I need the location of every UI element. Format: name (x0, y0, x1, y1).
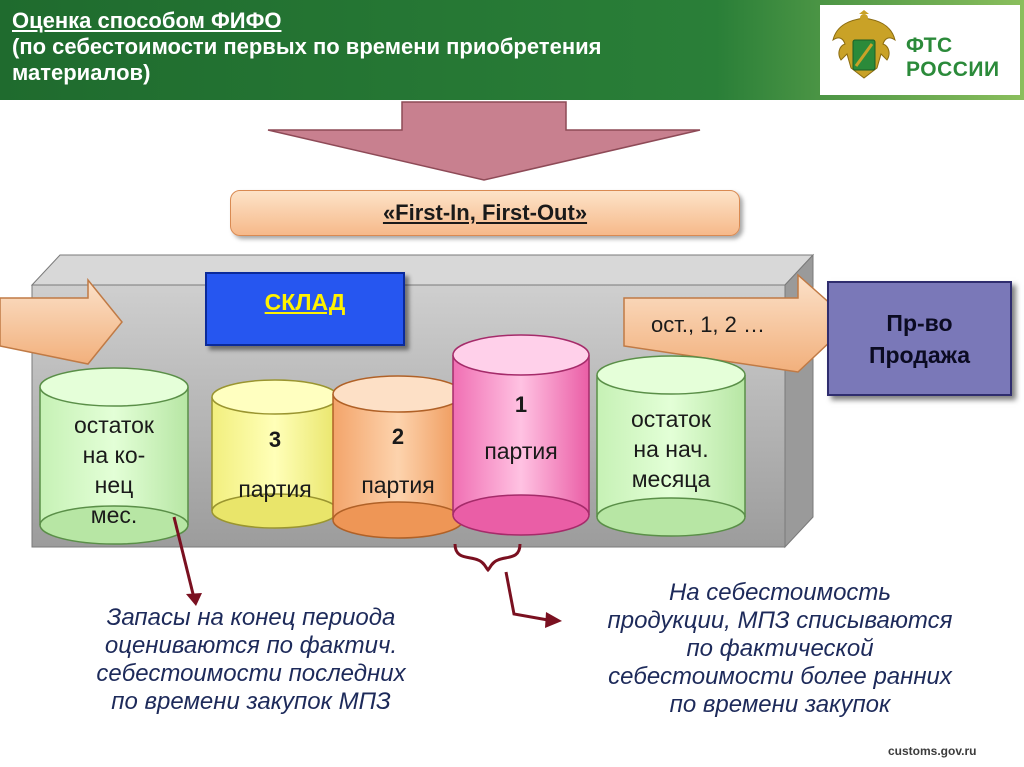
arrow-right-icon (0, 277, 123, 365)
cylinder-start-balance-label: остаток на нач. месяца (631, 406, 711, 492)
cylinder-batch-1 (452, 334, 590, 536)
connector-left (172, 516, 202, 606)
title-line-3: материалов) (12, 60, 151, 85)
org-name-line-1: ФТС (906, 34, 953, 57)
note-ending-inventory: Запасы на конец периода оцениваются по ф… (96, 604, 406, 715)
cylinder-batch-3 (211, 379, 339, 529)
org-name: ФТС РОССИИ (906, 34, 1000, 82)
fifo-banner-text: «First-In, First-Out» (382, 200, 588, 225)
org-name-line-2: РОССИИ (906, 58, 1000, 81)
footer-url: customs.gov.ru (888, 744, 977, 758)
cylinder-end-balance-label: остаток на ко- нец мес. (74, 412, 154, 528)
title-line-2: (по себестоимости первых по времени прио… (12, 34, 602, 59)
warehouse-label: СКЛАД (205, 272, 405, 346)
cylinder-batch-3-label: партия (238, 476, 312, 502)
outflow-label: ост., 1, 2 … (650, 312, 766, 337)
title-line-1: Оценка способом ФИФО (12, 8, 282, 33)
cylinder-start-balance (596, 355, 746, 537)
connector-right (504, 571, 562, 628)
destination-box: Пр-во Продажа (827, 281, 1012, 396)
page-title: Оценка способом ФИФО (по себестоимости п… (12, 8, 802, 86)
cylinder-batch-2-label: партия (361, 472, 435, 498)
emblem-icon (832, 10, 896, 79)
cylinder-batch-3-number: 3 (268, 427, 282, 452)
cylinder-batch-2 (332, 375, 464, 539)
cylinder-batch-2-number: 2 (391, 424, 405, 449)
cylinder-batch-1-number: 1 (514, 392, 528, 417)
arrow-down-icon (267, 101, 701, 181)
warehouse-label-text: СКЛАД (264, 289, 346, 315)
note-cost-of-goods: На себестоимость продукции, МПЗ списываю… (607, 579, 953, 718)
cylinder-end-balance (39, 367, 189, 545)
cylinder-batch-1-label: партия (484, 438, 558, 464)
fifo-banner: «First-In, First-Out» (230, 190, 740, 236)
brace-icon (453, 543, 522, 573)
